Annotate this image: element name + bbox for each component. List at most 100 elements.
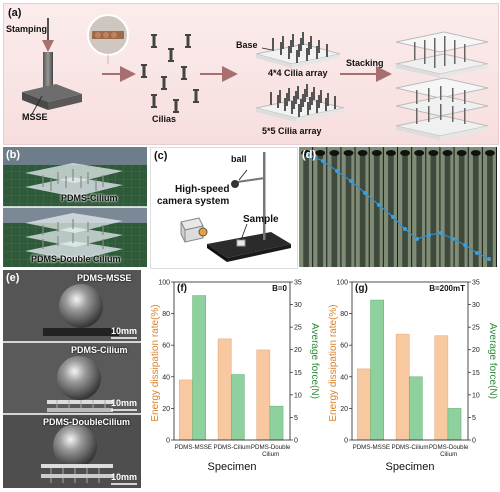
panel-e-photos [3, 270, 141, 488]
frame-strip-top [343, 150, 354, 156]
panel-b: (b) PDMS-Cilium PDMS-Double Cilium [3, 147, 147, 267]
y-tick-label: 20 [340, 406, 348, 413]
frame-strip-core [317, 155, 324, 267]
stacked-single [395, 31, 489, 78]
bar-energy [256, 349, 271, 441]
frame-strip-core [331, 155, 338, 267]
cilia-array-5x5 [255, 84, 345, 122]
y2-tick-label: 20 [472, 347, 480, 354]
panel-b-photo [3, 147, 147, 267]
x-tick-label: Cilium [262, 451, 279, 458]
stacking-label: Stacking [346, 58, 384, 68]
bar-energy [357, 368, 371, 441]
plot-frame [351, 281, 469, 441]
x-tick-label: Cilium [440, 451, 457, 458]
frame-strip-core [430, 155, 437, 267]
bar-force [370, 299, 384, 441]
bar-energy [434, 335, 449, 441]
y2-tick-label: 25 [294, 325, 302, 332]
y2-tick-label: 0 [294, 438, 298, 445]
y-tick-label: 40 [162, 374, 170, 381]
y-tick-label: 60 [340, 343, 348, 350]
panel-b-label: (b) [6, 149, 21, 161]
frame-strip-top [329, 150, 340, 156]
panel-c-setup [180, 152, 291, 262]
magnified-view [87, 14, 129, 64]
stamping-tool [22, 18, 82, 115]
ball-label: ball [231, 154, 247, 164]
bar-force [408, 376, 423, 441]
frame-strip-core [373, 155, 380, 267]
bar-force [192, 295, 206, 441]
stamping-label: Stamping [6, 24, 48, 34]
stacked-double [395, 77, 489, 140]
panel-c: (c) ball High-speed camera system Sample [150, 147, 298, 269]
x-tick-label: PDMS-Double [251, 444, 291, 451]
frame-strip-top [470, 150, 481, 156]
pdms-doublecilium-label: PDMS-DoubleCilium [43, 417, 130, 427]
camera-body [180, 217, 208, 243]
y2-axis-label: Average force(N) [309, 323, 320, 399]
bar-force [269, 405, 284, 441]
frame-strip-core [444, 155, 451, 267]
panel-e: (e) PDMS-MSSE PDMS-Cilium PDMS-DoubleCil… [3, 270, 141, 488]
frame-strip-core [458, 155, 465, 267]
frame-strip-core [472, 155, 479, 267]
y2-axis-label: Average force(N) [487, 323, 498, 399]
scale-bar-label-3: 10mm [111, 472, 138, 482]
bar-energy [395, 333, 410, 441]
y-tick-label: 80 [162, 311, 170, 318]
cilia-scattered [141, 34, 199, 113]
cilia-array-4x4 [255, 32, 341, 68]
y2-tick-label: 25 [472, 325, 480, 332]
frame-strip-core [487, 155, 493, 267]
x-tick-label: PDMS-Double [429, 444, 469, 451]
x-tick-label: PDMS-Cilium [213, 444, 250, 451]
frame-strip-core [416, 155, 423, 267]
x-axis-label: Specimen [208, 461, 257, 473]
frame-strip-top [315, 150, 326, 156]
panel-d-sequence [299, 147, 496, 267]
pdms-cilium-label: PDMS-Cilium [61, 193, 118, 203]
pdms-double-cilium-label: PDMS-Double Cilium [31, 254, 121, 264]
field-annotation: B=200mT [429, 284, 465, 293]
plot-frame [173, 281, 291, 441]
y2-tick-label: 10 [472, 392, 480, 399]
y2-tick-label: 30 [472, 302, 480, 309]
frame-strip-top [442, 150, 453, 156]
panel-label: (f) [177, 283, 187, 294]
y2-tick-label: 10 [294, 392, 302, 399]
scale-bar-label-2: 10mm [111, 398, 138, 408]
frame-strip-core [388, 155, 394, 267]
y2-tick-label: 15 [294, 370, 302, 377]
frame-strip-top [357, 150, 368, 156]
array-4x4-label: 4*4 Cilia array [268, 68, 328, 78]
y2-tick-label: 5 [472, 415, 476, 422]
y-tick-label: 60 [162, 343, 170, 350]
x-tick-label: PDMS-MSSE [175, 444, 212, 451]
frame-strip-top [456, 150, 467, 156]
bar-force [230, 374, 245, 441]
y-tick-label: 20 [162, 406, 170, 413]
y2-tick-label: 35 [472, 280, 480, 287]
field-annotation: B=0 [272, 284, 287, 293]
frame-strip-core [359, 155, 366, 267]
x-tick-label: PDMS-MSSE [353, 444, 390, 451]
y-tick-label: 100 [336, 280, 348, 287]
y-tick-label: 0 [166, 438, 170, 445]
y-tick-label: 80 [340, 311, 348, 318]
msse-label: MSSE [22, 112, 48, 122]
panel-e-label: (e) [6, 272, 20, 284]
frame-strip-top [371, 150, 382, 156]
array-5x5-label: 5*5 Cilia array [262, 126, 322, 136]
frame-strip-top [400, 150, 411, 156]
x-tick-label: PDMS-Cilium [391, 444, 428, 451]
y2-tick-label: 5 [294, 415, 298, 422]
panel-c-label: (c) [154, 150, 168, 162]
y-tick-label: 0 [344, 438, 348, 445]
panel-a: (a) Stamping MSSE Cilias Base 4*4 Cilia … [3, 3, 499, 145]
scale-bar-label-1: 10mm [111, 326, 138, 336]
y2-tick-label: 35 [294, 280, 302, 287]
